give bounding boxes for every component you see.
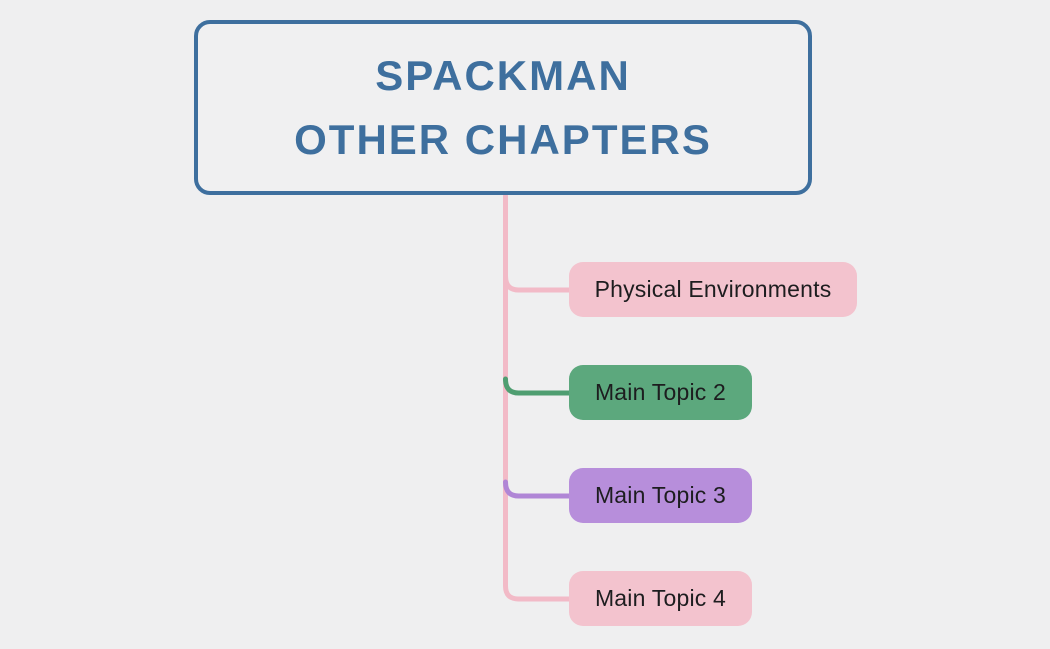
connector-topic-main-topic-3 [503, 479, 573, 499]
connector-topic-physical-environments [503, 273, 573, 293]
root-node[interactable]: SPACKMAN OTHER CHAPTERS [194, 20, 812, 195]
topic-label: Main Topic 3 [594, 482, 727, 508]
trunk-connector [503, 193, 573, 602]
topic-node-main-topic-2[interactable]: Main Topic 2 [569, 365, 752, 420]
topic-label: Physical Environments [594, 276, 832, 302]
connector-topic-main-topic-2 [503, 376, 573, 396]
topic-node-physical-environments[interactable]: Physical Environments [569, 262, 857, 317]
root-title-line-1: SPACKMAN [375, 51, 631, 99]
topic-label: Main Topic 4 [594, 585, 727, 611]
topic-label: Main Topic 2 [594, 379, 727, 405]
topic-node-main-topic-4[interactable]: Main Topic 4 [569, 571, 752, 626]
root-title-line-2: OTHER CHAPTERS [294, 115, 712, 163]
topic-node-main-topic-3[interactable]: Main Topic 3 [569, 468, 752, 523]
